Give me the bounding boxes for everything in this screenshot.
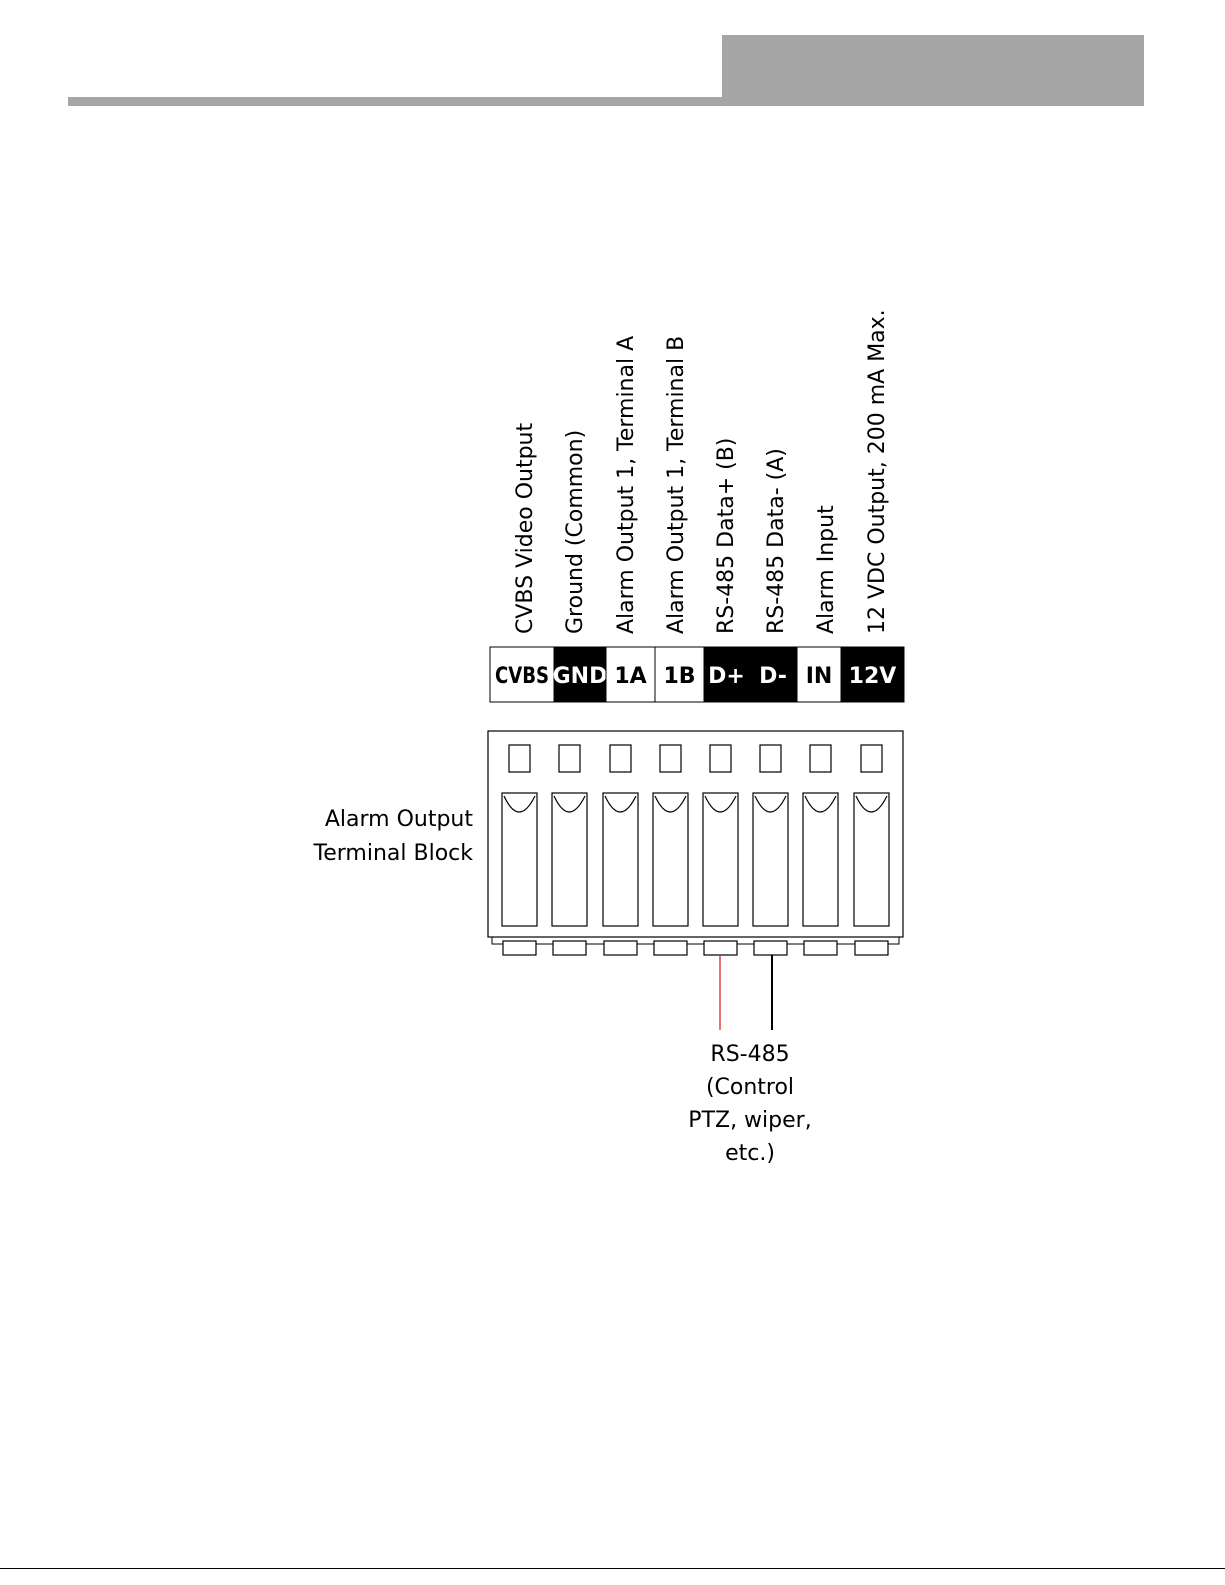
rs485-note-line-4: etc.) xyxy=(725,1141,775,1166)
bottom-tab xyxy=(704,941,737,955)
terminal-block-body xyxy=(488,731,903,937)
screw-square xyxy=(509,745,530,772)
terminal-code-12v: 12V xyxy=(849,664,897,689)
bottom-tab xyxy=(604,941,637,955)
wire-slot xyxy=(502,793,537,926)
terminal-code-dplus: D+ xyxy=(708,664,745,689)
bottom-tab xyxy=(855,941,888,955)
terminal-code-cvbs: CVBS xyxy=(495,664,549,689)
terminal-description: Alarm Input xyxy=(814,505,839,634)
screw-square xyxy=(810,745,831,772)
bottom-tab xyxy=(553,941,586,955)
screw-square xyxy=(610,745,631,772)
screw-square xyxy=(760,745,781,772)
screw-square xyxy=(861,745,882,772)
terminal-description: 12 VDC Output, 200 mA Max. xyxy=(865,309,890,634)
terminal-block xyxy=(488,731,903,955)
screw-square xyxy=(710,745,731,772)
wire-slot xyxy=(703,793,738,926)
rs485-wires xyxy=(720,955,772,1030)
terminal-description: RS-485 Data- (A) xyxy=(764,448,789,634)
terminal-description: Alarm Output 1, Terminal A xyxy=(614,336,639,634)
rs485-note-line-3: PTZ, wiper, xyxy=(688,1108,811,1133)
block-label-line-1: Alarm Output xyxy=(325,807,474,832)
terminal-description: Alarm Output 1, Terminal B xyxy=(664,336,689,634)
terminal-descriptions: CVBS Video Output Ground (Common) Alarm Ou… xyxy=(513,309,890,634)
bottom-tab xyxy=(754,941,787,955)
wire-slot xyxy=(603,793,638,926)
terminal-code-dminus: D- xyxy=(759,664,787,689)
terminal-description: Ground (Common) xyxy=(563,430,588,634)
wire-slot xyxy=(753,793,788,926)
terminal-code-gnd: GND xyxy=(553,664,608,689)
screw-square xyxy=(660,745,681,772)
wire-slot xyxy=(552,793,587,926)
bottom-tab xyxy=(503,941,536,955)
terminal-code-1b: 1B xyxy=(663,664,695,689)
screw-square xyxy=(559,745,580,772)
rs485-note-line-2: (Control xyxy=(706,1075,794,1100)
wire-slot xyxy=(803,793,838,926)
bottom-tab xyxy=(804,941,837,955)
terminal-description: RS-485 Data+ (B) xyxy=(714,438,739,634)
terminal-description: CVBS Video Output xyxy=(513,422,538,634)
block-label-line-2: Terminal Block xyxy=(313,841,474,866)
bottom-tab xyxy=(654,941,687,955)
footer-rule xyxy=(0,1568,1225,1569)
terminal-code-in: IN xyxy=(806,664,833,689)
wire-slot xyxy=(854,793,889,926)
rs485-note-line-1: RS-485 xyxy=(710,1042,789,1067)
terminal-code-1a: 1A xyxy=(614,664,646,689)
wire-slot xyxy=(653,793,688,926)
